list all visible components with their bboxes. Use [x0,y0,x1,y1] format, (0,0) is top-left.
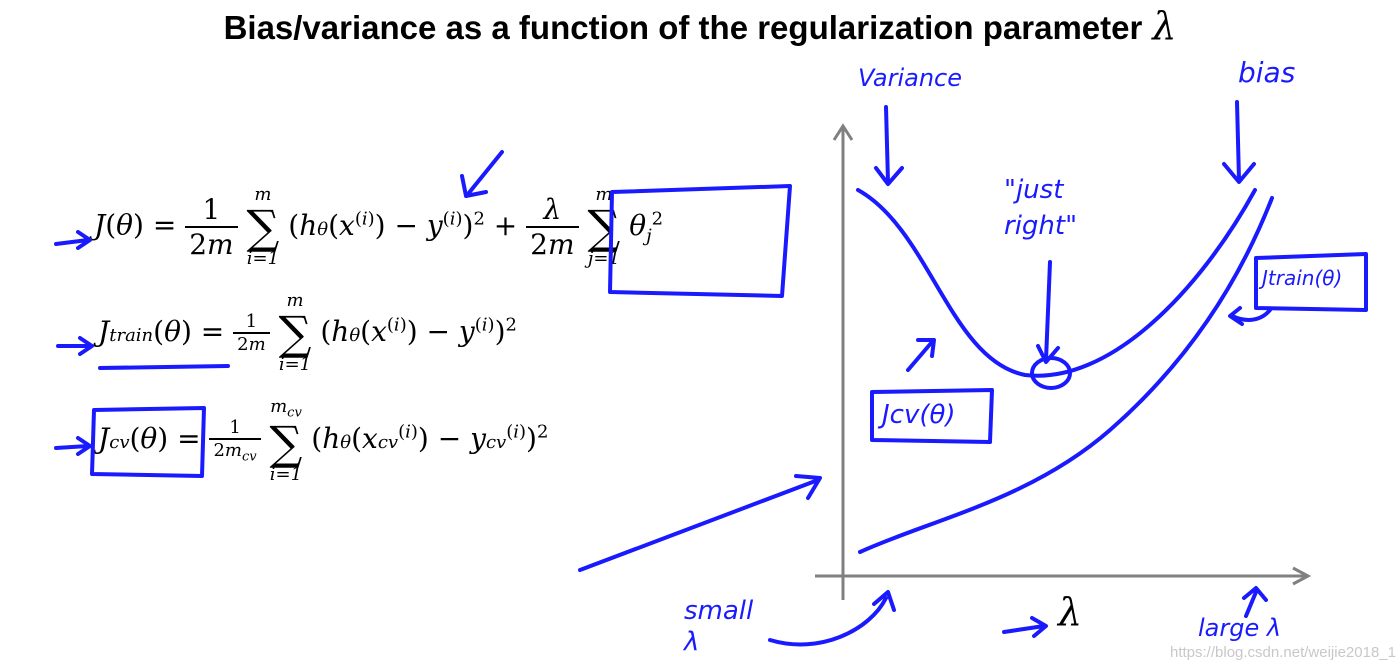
watermark: https://blog.csdn.net/weijie2018_1 [1170,644,1396,661]
eq-text: Jtrain(θ) = [98,314,234,348]
small-lambda-label: small λ [684,596,754,658]
bias-arrow [1222,100,1256,184]
pointer-arrow [460,150,504,198]
eq1-arrow [54,230,92,250]
eq2-arrow [56,336,94,356]
x-axis-label: λ [1058,590,1083,634]
long-arrow [578,474,822,572]
eq-text: J(θ) = [94,208,186,242]
eq-text: (hθ(xcv(i)) − ycv(i))2 [311,421,549,456]
x-lambda-arrow [1002,616,1048,638]
jtrain-curve [858,196,1274,554]
jcv-label-box [870,388,994,444]
jcv-pointer [906,338,936,372]
reg-term-box [608,184,792,298]
y-axis-arrowhead [832,123,854,141]
title-text: Bias/variance as a function of the regul… [223,9,1143,46]
jcv-label: Jcv(θ) [882,400,956,430]
jcv-box [90,406,206,478]
bias-label: bias [1238,56,1296,89]
jtrain-pointer [1228,306,1272,326]
variance-label: Variance [858,64,963,92]
title-lambda: λ [1152,4,1177,48]
eq-text: θj2 [629,208,664,247]
large-lambda-arrow [1242,586,1268,618]
variance-arrow [874,105,904,186]
jtrain-label: Jtrain(θ) [1262,266,1343,290]
eq-text: (hθ(x(i)) − y(i))2 [320,314,517,348]
eq-text: Jcv(θ) = [98,422,210,456]
jcv-curve [856,188,1257,378]
eq3-arrow [54,436,92,456]
summation: m∑i=1 [278,290,312,375]
large-lambda-label: large λ [1198,614,1282,642]
slide-title: Bias/variance as a function of the regul… [0,4,1400,48]
eq-text: (hθ(x(i)) − y(i))2 + [288,208,527,242]
small-lambda-arrow [768,590,896,647]
x-axis-arrowhead [1292,566,1312,586]
summation: mcv∑i=1 [269,396,303,485]
just-right-arrow [1036,260,1060,364]
summation: m∑i=1 [246,184,280,269]
just-right-label: "just right" [1004,175,1078,242]
jtrain-label-box [1254,252,1368,312]
jtrain-underline [98,364,230,370]
